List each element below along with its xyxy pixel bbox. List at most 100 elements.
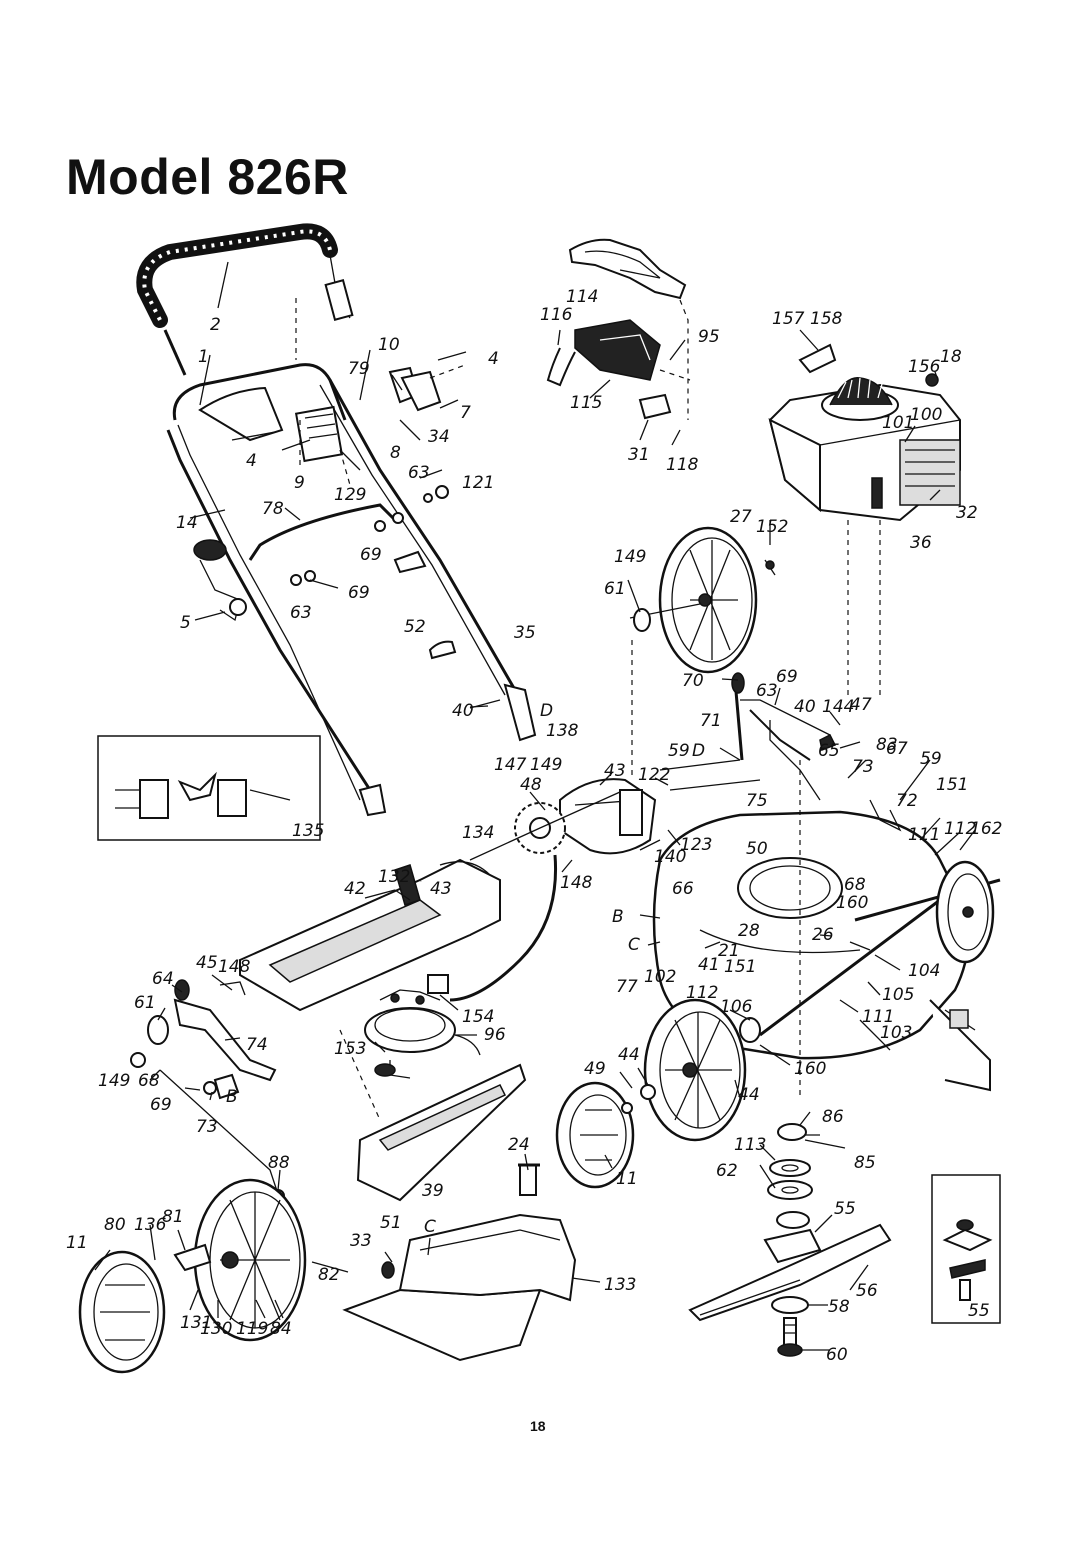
- callout-label: 59: [668, 741, 690, 761]
- callout-label: 113: [734, 1135, 766, 1155]
- callout-label: 36: [910, 533, 932, 553]
- callout-label: 140: [654, 847, 686, 867]
- baffle: [339, 1029, 527, 1202]
- callout-label: 153: [334, 1039, 366, 1059]
- callout-label: 80: [104, 1215, 126, 1235]
- inset-box-135: [97, 735, 321, 841]
- callout-label: 33: [350, 1231, 372, 1251]
- callout-label: 1: [198, 347, 209, 367]
- grass-catcher-frame: [546, 238, 691, 420]
- callout-label: 34: [428, 427, 450, 447]
- callout-label: 104: [908, 961, 940, 981]
- handle-hardware: [290, 485, 501, 709]
- callout-label: 42: [344, 879, 366, 899]
- callout-label: B: [226, 1087, 238, 1107]
- callout-label: 40: [452, 701, 474, 721]
- callout-label: 157: [772, 309, 805, 329]
- callout-label: 129: [334, 485, 366, 505]
- callout-label: 131: [180, 1313, 212, 1333]
- callout-label: 47: [850, 695, 872, 715]
- callout-label: 66: [672, 879, 694, 899]
- rear-door: [342, 1163, 577, 1362]
- callout-label: 64: [152, 969, 174, 989]
- callout-label: C: [628, 935, 640, 955]
- callout-label: 154: [462, 1007, 494, 1027]
- callout-label: 152: [756, 517, 788, 537]
- callout-label: 26: [812, 925, 834, 945]
- callout-label: 44: [618, 1045, 640, 1065]
- callout-label: 111: [862, 1007, 894, 1027]
- callout-label: 158: [810, 309, 843, 329]
- callout-label: 73: [196, 1117, 218, 1137]
- callout-label: 55: [834, 1199, 856, 1219]
- callout-label: 69: [360, 545, 382, 565]
- callout-label: 52: [404, 617, 426, 637]
- upper-handle: [136, 223, 354, 376]
- callout-label: 60: [826, 1345, 848, 1365]
- engine: [768, 343, 961, 700]
- callout-label: 84: [270, 1319, 292, 1339]
- transmission: [449, 778, 657, 1002]
- callout-label: 4: [246, 451, 257, 471]
- callout-label: 73: [852, 757, 874, 777]
- callout-label: 35: [514, 623, 536, 643]
- callout-label: 111: [908, 825, 940, 845]
- right-rear-wheel: [935, 860, 995, 964]
- callout-label: 65: [818, 741, 840, 761]
- callout-label: C: [424, 1217, 436, 1237]
- callout-label: 133: [604, 1275, 636, 1295]
- callout-label: 51: [380, 1213, 402, 1233]
- callout-label: 62: [716, 1161, 738, 1181]
- callout-label: 63: [408, 463, 430, 483]
- callout-label: 136: [134, 1215, 167, 1235]
- callout-label: 63: [756, 681, 778, 701]
- callout-label: 96: [484, 1025, 506, 1045]
- callout-label: 149: [98, 1071, 130, 1091]
- callout-label: 49: [584, 1059, 606, 1079]
- callout-label: 58: [828, 1297, 850, 1317]
- callout-label: 9: [294, 473, 305, 493]
- callout-label: 86: [822, 1107, 844, 1127]
- callout-label: 56: [856, 1281, 878, 1301]
- callout-label: 114: [566, 287, 598, 307]
- lower-handle-frame: [166, 363, 537, 817]
- callout-label: 151: [936, 775, 968, 795]
- callout-label: 101: [882, 413, 914, 433]
- callout-label: 121: [462, 473, 494, 493]
- callout-label: 148: [218, 957, 251, 977]
- callout-label: 162: [970, 819, 1002, 839]
- callout-label: 68: [844, 875, 866, 895]
- callout-label: 61: [134, 993, 156, 1013]
- callout-label: 85: [854, 1153, 876, 1173]
- callout-label: 67: [886, 739, 908, 759]
- callout-label: 119: [236, 1319, 268, 1339]
- axle-housing: [239, 858, 501, 1012]
- callout-label: 40: [794, 697, 816, 717]
- callout-label: 130: [200, 1319, 232, 1339]
- callout-label: 112: [686, 983, 718, 1003]
- callout-label: 48: [520, 775, 542, 795]
- callout-label: 71: [700, 711, 722, 731]
- left-bracket: [130, 979, 285, 1203]
- callout-label: 7: [460, 403, 471, 423]
- callout-label: 115: [570, 393, 602, 413]
- callout-label: 43: [604, 761, 626, 781]
- callout-label: 149: [614, 547, 646, 567]
- callout-label: 69: [150, 1095, 172, 1115]
- callout-label: 100: [910, 405, 942, 425]
- callout-leaders: [94, 261, 976, 1351]
- callout-label: 24: [508, 1135, 530, 1155]
- callout-label: 70: [682, 671, 704, 691]
- page-title: Model 826R: [66, 149, 349, 205]
- callout-label: 41: [698, 955, 720, 975]
- callout-label: 78: [262, 499, 284, 519]
- callout-label: 8: [390, 443, 401, 463]
- callout-label: 63: [290, 603, 312, 623]
- callout-label: 105: [882, 985, 914, 1005]
- callout-label: 149: [530, 755, 562, 775]
- callout-label: 55: [968, 1301, 990, 1321]
- callout-label: 21: [718, 941, 740, 961]
- callout-label: 69: [348, 583, 370, 603]
- callout-label: 59: [920, 749, 942, 769]
